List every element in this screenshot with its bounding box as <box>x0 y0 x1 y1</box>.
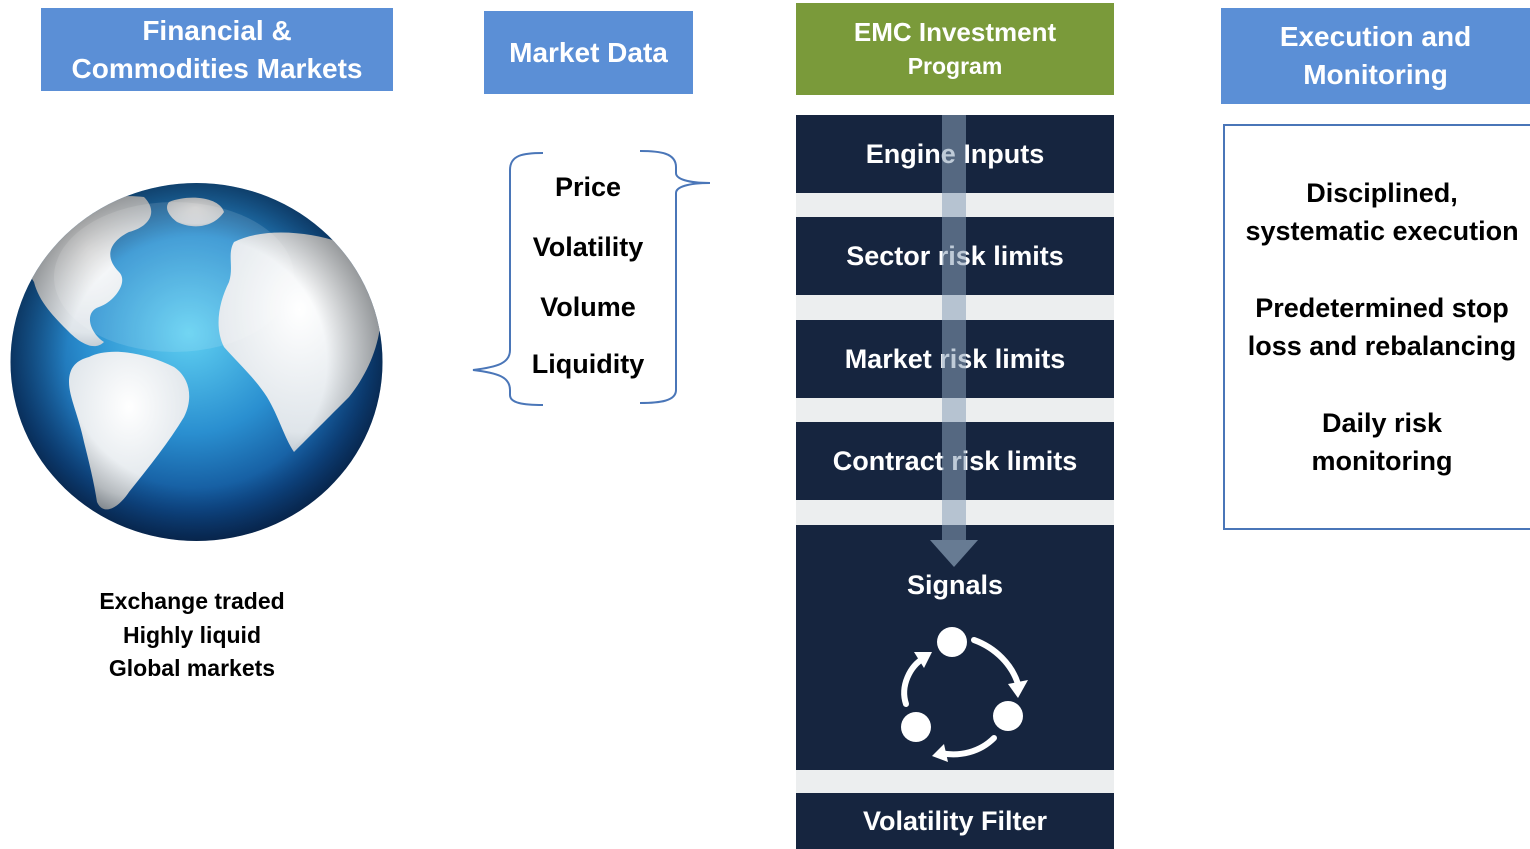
execution-item-line: Disciplined, <box>1306 178 1458 208</box>
caption-line: Exchange traded <box>99 588 285 614</box>
markets-header: Financial & Commodities Markets <box>41 8 393 91</box>
curly-brace-icon <box>472 150 711 406</box>
execution-item-line: Daily risk <box>1321 408 1443 438</box>
volatility-filter-block: Volatility Filter <box>796 793 1114 849</box>
globe-icon <box>10 183 383 541</box>
execution-item-line: systematic execution <box>1245 216 1519 246</box>
execution-item: Predetermined stop loss and rebalancing <box>1228 289 1530 365</box>
block-label: Volatility Filter <box>862 805 1048 836</box>
contract-risk-block: Contract risk limits <box>796 422 1114 500</box>
execution-item: Daily risk monitoring <box>1228 404 1530 480</box>
execution-header-line2: Monitoring <box>1303 59 1448 90</box>
execution-item-line: monitoring <box>1311 446 1453 476</box>
program-header-line2: Program <box>907 53 1003 79</box>
caption-line: Highly liquid <box>123 621 261 648</box>
execution-header: Execution and Monitoring <box>1221 8 1530 104</box>
block-label: Contract risk limits <box>832 445 1078 476</box>
sector-risk-block: Sector risk limits <box>796 217 1114 295</box>
market-data-item: Volume <box>540 292 636 322</box>
signals-label: Signals <box>906 570 1004 600</box>
markets-header-line2: Commodities Markets <box>71 52 363 84</box>
execution-header-line1: Execution and <box>1279 21 1472 52</box>
caption-line: Global markets <box>108 655 276 681</box>
execution-item: Disciplined, systematic execution <box>1228 174 1530 250</box>
program-header-line1: EMC Investment <box>853 17 1057 47</box>
engine-inputs-block: Engine Inputs <box>796 115 1114 193</box>
block-label: Market risk limits <box>844 343 1066 374</box>
markets-caption: Exchange traded Highly liquid Global mar… <box>42 585 342 686</box>
block-label: Sector risk limits <box>846 240 1064 271</box>
market-data-item: Liquidity <box>531 349 645 379</box>
cycle-icon <box>901 627 1028 762</box>
market-data-header-label: Market Data <box>509 36 668 68</box>
markets-header-line1: Financial & <box>142 14 292 46</box>
block-label: Engine Inputs <box>865 138 1045 169</box>
market-risk-block: Market risk limits <box>796 320 1114 398</box>
execution-item-line: Predetermined stop <box>1255 293 1509 323</box>
market-data-item: Price <box>554 172 622 202</box>
execution-box <box>1223 124 1530 530</box>
market-data-item: Volatility <box>532 232 644 262</box>
market-data-header: Market Data <box>484 11 693 94</box>
program-header: EMC Investment Program <box>796 3 1114 95</box>
execution-item-line: loss and rebalancing <box>1247 331 1517 361</box>
